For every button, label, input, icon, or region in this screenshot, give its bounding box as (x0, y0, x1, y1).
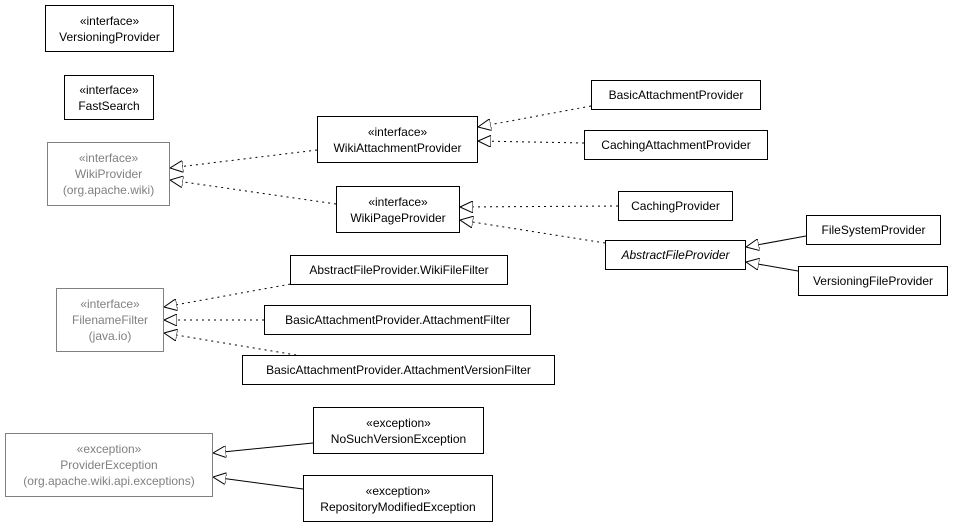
node-name: ProviderException (60, 458, 158, 472)
node-name: FastSearch (78, 98, 140, 113)
node-stereotype: «interface» (79, 13, 140, 28)
edge-wikiattachmentprovider-to-wikiprovider (170, 149, 318, 168)
edge-wikifilefilter-to-filenamefilter (164, 281, 303, 307)
provider-exception-node[interactable]: «exception» ProviderException (org.apach… (5, 433, 213, 497)
node-stereotype: «interface» (80, 297, 140, 311)
node-stereotype: «interface» (78, 151, 139, 165)
edge-versioningfileprovider-to-abstractfileprovider (746, 262, 799, 272)
node-stereotype: «exception» (365, 483, 431, 498)
node-name: BasicAttachmentProvider.AttachmentVersio… (266, 363, 531, 377)
caching-provider-node[interactable]: CachingProvider (618, 191, 733, 221)
no-such-version-exception-node[interactable]: «exception» NoSuchVersionException (313, 407, 484, 454)
node-name: AbstractFileProvider.WikiFileFilter (309, 263, 489, 277)
edge-cachingattachmentprovider-to-wikiattachmentprovider (478, 141, 585, 143)
node-name: VersioningFileProvider (812, 274, 934, 288)
node-stereotype: «exception» (366, 415, 431, 430)
node-name: NoSuchVersionException (330, 431, 467, 446)
node-name: RepositoryModifiedException (320, 499, 476, 514)
node-name: FilenameFilter (71, 313, 149, 327)
edge-wikipageprovider-to-wikiprovider (170, 180, 337, 205)
file-system-provider-node[interactable]: FileSystemProvider (806, 215, 941, 245)
node-name: WikiPageProvider (350, 210, 446, 225)
edge-attachmentversionfilter-to-filenamefilter (164, 333, 303, 357)
edge-filesystemprovider-to-abstractfileprovider (746, 235, 807, 247)
caching-attachment-provider-node[interactable]: CachingAttachmentProvider (584, 130, 768, 160)
node-name: BasicAttachmentProvider (608, 88, 744, 102)
node-stereotype: «interface» (368, 194, 428, 209)
edge-repositorymodifiedexception-to-providerexception (213, 477, 304, 490)
node-name: AbstractFileProvider (621, 248, 730, 262)
node-name: WikiProvider (74, 167, 143, 181)
node-name: VersioningProvider (59, 29, 160, 44)
node-name: CachingAttachmentProvider (601, 138, 751, 152)
wiki-file-filter-node[interactable]: AbstractFileProvider.WikiFileFilter (290, 255, 508, 285)
wiki-page-provider-node[interactable]: «interface» WikiPageProvider (336, 186, 460, 233)
node-name: WikiAttachmentProvider (333, 140, 462, 155)
attachment-filter-node[interactable]: BasicAttachmentProvider.AttachmentFilter (264, 305, 531, 335)
node-package: (java.io) (88, 329, 132, 343)
wiki-attachment-provider-node[interactable]: «interface» WikiAttachmentProvider (317, 116, 478, 163)
node-name: FileSystemProvider (821, 223, 926, 237)
node-stereotype: «exception» (76, 442, 142, 456)
node-name: BasicAttachmentProvider.AttachmentFilter (285, 313, 510, 327)
node-name: CachingProvider (631, 199, 720, 213)
edge-cachingprovider-to-wikipageprovider (460, 206, 619, 207)
filename-filter-node[interactable]: «interface» FilenameFilter (java.io) (56, 288, 164, 352)
edge-basicattachmentprovider-to-wikiattachmentprovider (478, 105, 592, 127)
abstract-file-provider-node[interactable]: AbstractFileProvider (605, 240, 746, 270)
basic-attachment-provider-node[interactable]: BasicAttachmentProvider (591, 80, 761, 110)
edge-nosuchversionexception-to-providerexception (213, 442, 314, 453)
repository-modified-exception-node[interactable]: «exception» RepositoryModifiedException (303, 475, 493, 522)
versioning-file-provider-node[interactable]: VersioningFileProvider (798, 266, 948, 296)
node-stereotype: «interface» (367, 124, 428, 139)
attachment-version-filter-node[interactable]: BasicAttachmentProvider.AttachmentVersio… (242, 355, 555, 385)
node-stereotype: «interface» (79, 82, 139, 97)
fast-search-node[interactable]: «interface» FastSearch (64, 75, 154, 120)
node-package: (org.apache.wiki.api.exceptions) (23, 474, 195, 488)
node-package: (org.apache.wiki) (62, 183, 155, 197)
versioning-provider-node[interactable]: «interface» VersioningProvider (45, 5, 174, 52)
wiki-provider-node[interactable]: «interface» WikiProvider (org.apache.wik… (47, 142, 170, 206)
edge-abstractfileprovider-to-wikipageprovider (460, 220, 606, 244)
